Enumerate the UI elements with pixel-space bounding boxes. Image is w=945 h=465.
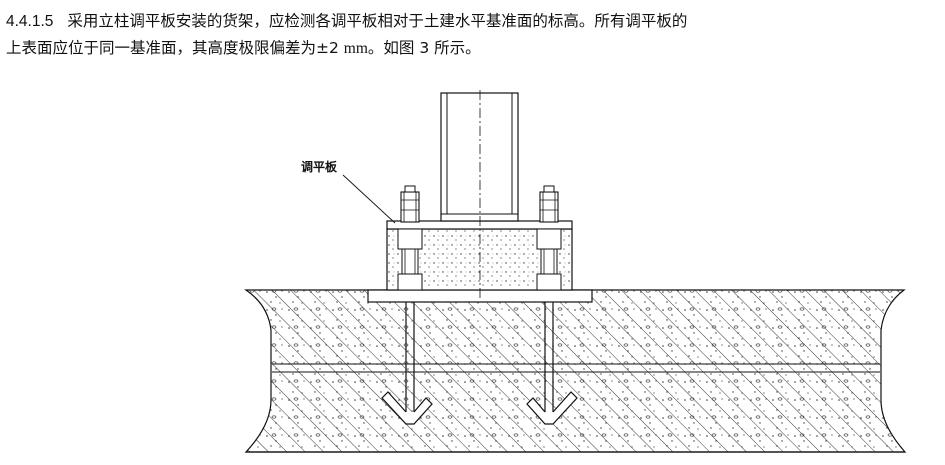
paragraph-line-2: 上表面应位于同一基准面，其高度极限偏差为±2 mm。如图 3 所示。 [6,35,941,62]
anchor-bolt-right [526,185,578,425]
paragraph-text-line-2: 上表面应位于同一基准面，其高度极限偏差为±2 [6,39,344,57]
paragraph-line-1: 4.4.1.5 采用立柱调平板安装的货架，应检测各调平板相对于土建水平基准面的标高… [6,8,941,35]
callout-label-leveling-plate: 调平板 [301,159,338,174]
concrete-foundation [244,289,907,453]
paragraph-text-line-1: 采用立柱调平板安装的货架，应检测各调平板相对于土建水平基准面的标高。所有调平板的 [67,12,688,30]
callout-leader [342,174,396,224]
column [440,90,519,300]
body-paragraph: 4.4.1.5 采用立柱调平板安装的货架，应检测各调平板相对于土建水平基准面的标高… [6,8,941,62]
anchor-bolt-left [381,185,433,425]
paragraph-text-line-2-end: 。如图 3 所示。 [367,39,481,57]
unit-mm: mm [343,40,368,57]
clause-number: 4.4.1.5 [6,13,54,30]
